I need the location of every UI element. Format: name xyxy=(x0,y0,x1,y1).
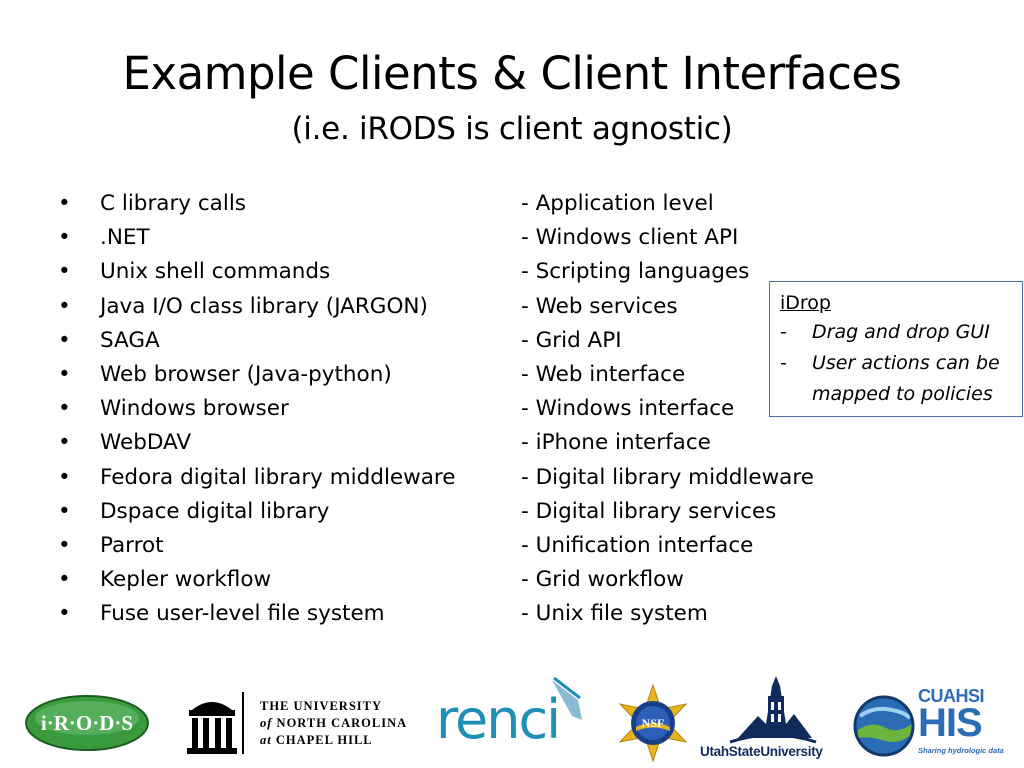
unc-line-1: THE UNIVERSITY xyxy=(260,699,383,713)
unc-line-2-text: NORTH CAROLINA xyxy=(276,716,408,730)
client-interface: - Grid workflow xyxy=(521,567,684,593)
bullet-icon: • xyxy=(58,464,71,490)
list-item: • SAGA - Grid API xyxy=(58,324,858,358)
callout-point: - Drag and drop GUI xyxy=(780,317,1022,348)
renci-logo: renci xyxy=(436,676,586,758)
unc-logo: THE UNIVERSITY of NORTH CAROLINA at CHAP… xyxy=(182,688,412,758)
client-interface: - Web interface xyxy=(521,361,686,387)
callout-point-text: Drag and drop GUI xyxy=(812,321,990,343)
client-interface: - Windows interface xyxy=(521,396,735,422)
list-item: • C library calls - Application level xyxy=(58,187,858,221)
idrop-callout: iDrop - Drag and drop GUI - User actions… xyxy=(769,281,1023,417)
client-interface: - Unification interface xyxy=(521,532,754,558)
client-name: Fuse user-level file system xyxy=(100,601,385,627)
list-item: • Windows browser - Windows interface xyxy=(58,392,858,426)
unc-line-2-italic: of xyxy=(260,716,273,730)
nsf-logo-text: NSF xyxy=(642,716,665,730)
usu-logo: UtahStateUniversity xyxy=(698,666,848,764)
list-item: • Dspace digital library - Digital library… xyxy=(58,495,858,529)
list-item: • Java I/O class library (JARGON) - Web se… xyxy=(58,290,858,324)
usu-wordmark-bold: UtahState xyxy=(700,744,761,759)
callout-point-text: User actions can be mapped to policies xyxy=(812,352,1000,405)
client-interface: - Application level xyxy=(521,191,714,216)
unc-line-3-italic: at xyxy=(260,733,272,747)
cuahsi-name: CUAHSI xyxy=(918,686,985,706)
bullet-icon: • xyxy=(58,293,71,319)
irods-logo: i·R·O·D·S xyxy=(25,695,149,751)
callout-heading: iDrop xyxy=(780,292,831,314)
old-well-icon xyxy=(187,702,237,754)
bullet-icon: • xyxy=(58,532,71,558)
bullet-icon: • xyxy=(58,327,71,353)
unc-line-2: of NORTH CAROLINA xyxy=(260,715,407,732)
bullet-icon: • xyxy=(58,567,71,593)
client-name: Web browser (Java-python) xyxy=(100,361,392,387)
client-name: Parrot xyxy=(100,532,164,558)
client-name: WebDAV xyxy=(100,430,192,456)
client-interface: - Web services xyxy=(521,293,678,319)
list-item: • .NET - Windows client API xyxy=(58,221,858,255)
list-item: • Unix shell commands - Scripting language… xyxy=(58,255,858,289)
renci-logo-text: renci xyxy=(436,688,561,751)
bullet-icon: • xyxy=(58,601,71,627)
client-name: Unix shell commands xyxy=(100,259,331,285)
client-interface: - Scripting languages xyxy=(521,259,750,285)
list-item: • Parrot - Unification interface xyxy=(58,529,858,563)
cuahsi-his-logo: CUAHSI HIS Sharing hydrologic data xyxy=(850,686,1020,764)
bullet-icon: • xyxy=(58,396,71,422)
unc-wordmark: THE UNIVERSITY of NORTH CAROLINA at CHAP… xyxy=(260,698,407,749)
unc-divider xyxy=(242,692,244,754)
client-name: .NET xyxy=(100,225,150,251)
client-name: Java I/O class library (JARGON) xyxy=(100,293,428,319)
client-interface: - Grid API xyxy=(521,327,622,353)
cuahsi-tagline: Sharing hydrologic data xyxy=(918,746,1004,755)
list-item: • Kepler workflow - Grid workflow xyxy=(58,563,858,597)
client-name: Fedora digital library middleware xyxy=(100,464,456,490)
usu-wordmark: UtahStateUniversity xyxy=(700,744,823,760)
bullet-icon: • xyxy=(58,259,71,285)
irods-logo-text: i·R·O·D·S xyxy=(41,711,133,735)
client-interface: - iPhone interface xyxy=(521,430,711,456)
logo-strip: i·R·O·D·S THE UNIVERSITY of NORTH CAROLI… xyxy=(0,660,1024,768)
slide-subtitle: (i.e. iRODS is client agnostic) xyxy=(291,111,733,147)
client-name: Kepler workflow xyxy=(100,567,272,593)
unc-line-3-text: CHAPEL HILL xyxy=(275,733,373,747)
client-list: • C library calls - Application level • .NET… xyxy=(58,187,858,631)
client-name: Windows browser xyxy=(100,396,289,422)
client-interface: - Unix file system xyxy=(521,601,708,627)
unc-line-3: at CHAPEL HILL xyxy=(260,732,407,749)
bullet-icon: • xyxy=(58,225,71,251)
client-interface: - Digital library middleware xyxy=(521,464,814,490)
nsf-logo: NSF xyxy=(618,684,688,762)
client-name: SAGA xyxy=(100,327,160,353)
bullet-icon: • xyxy=(58,430,71,456)
slide-title: Example Clients & Client Interfaces xyxy=(122,47,902,100)
list-item: • Fedora digital library middleware - Digi… xyxy=(58,461,858,495)
bullet-icon: • xyxy=(58,191,71,216)
renci-swoosh-icon xyxy=(552,676,582,720)
bullet-icon: • xyxy=(58,361,71,387)
list-item: • Fuse user-level file system - Unix file … xyxy=(58,597,858,631)
client-name: C library calls xyxy=(100,191,246,216)
callout-point: - User actions can be mapped to policies xyxy=(780,348,1022,410)
list-item: • Web browser (Java-python) - Web interfac… xyxy=(58,358,858,392)
client-interface: - Digital library services xyxy=(521,498,777,524)
usu-wordmark-text: University xyxy=(760,744,823,759)
list-item: • WebDAV - iPhone interface xyxy=(58,426,858,460)
callout-dash: - xyxy=(780,352,787,374)
client-name: Dspace digital library xyxy=(100,498,330,524)
cuahsi-his: HIS xyxy=(918,701,983,745)
old-main-tower-icon xyxy=(729,676,817,744)
client-interface: - Windows client API xyxy=(521,225,739,251)
globe-icon xyxy=(853,695,915,757)
callout-dash: - xyxy=(780,321,787,343)
bullet-icon: • xyxy=(58,498,71,524)
